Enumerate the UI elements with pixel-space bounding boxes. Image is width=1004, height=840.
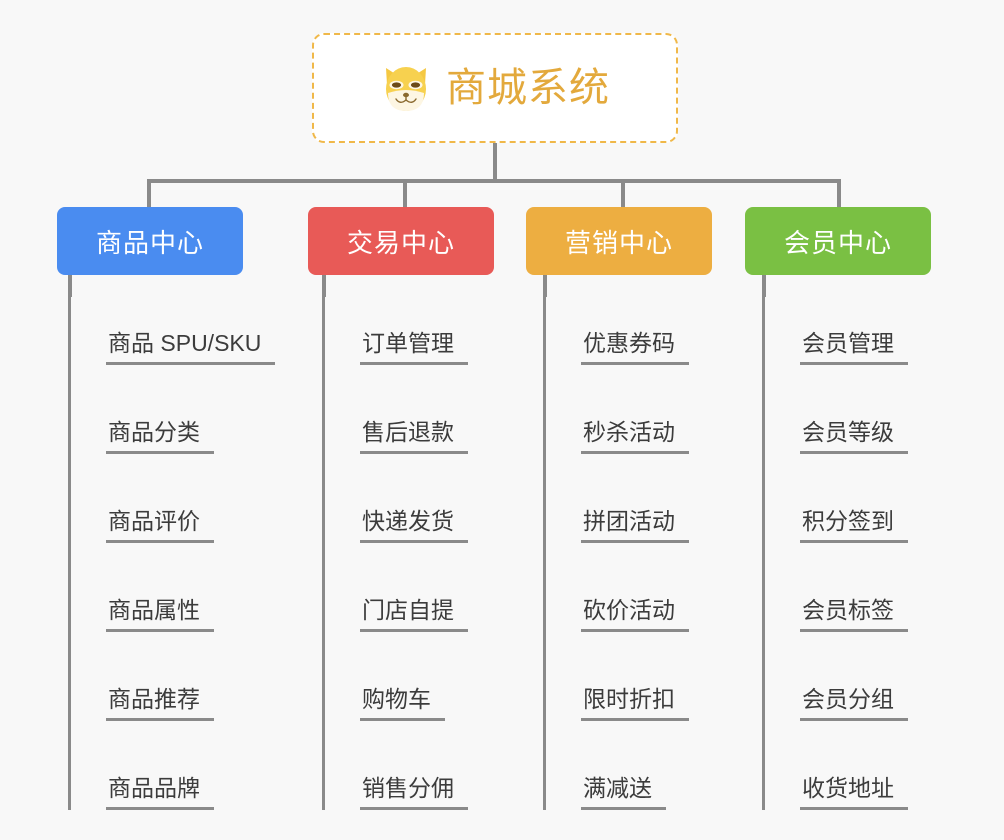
category-header-product-center[interactable]: 商品中心 (57, 207, 243, 275)
leaf-item[interactable]: 优惠券码 (543, 276, 689, 365)
leaf-column-member-center: 会员管理 会员等级 积分签到 会员标签 会员分组 收货地址 (762, 276, 908, 810)
leaf-item-label: 限时折扣 (583, 685, 675, 712)
leaf-column-marketing-center: 优惠券码 秒杀活动 拼团活动 砍价活动 限时折扣 满减送 (543, 276, 689, 810)
leaf-item[interactable]: 限时折扣 (543, 632, 689, 721)
root-label: 商城系统 (446, 66, 610, 110)
connector-drop-trade-center (403, 179, 407, 207)
leaf-item[interactable]: 商品品牌 (68, 721, 275, 810)
leaf-item[interactable]: 购物车 (322, 632, 468, 721)
leaf-item-label: 商品评价 (108, 507, 200, 534)
leaf-item[interactable]: 会员等级 (762, 365, 908, 454)
leaf-item-label: 积分签到 (802, 507, 894, 534)
category-header-label: 营销中心 (564, 227, 673, 258)
leaf-item[interactable]: 售后退款 (322, 365, 468, 454)
leaf-trunk (322, 276, 325, 810)
connector-drop-marketing-center (621, 179, 625, 207)
leaf-item-label: 订单管理 (362, 329, 454, 356)
leaf-item-label: 拼团活动 (583, 507, 675, 534)
leaf-item[interactable]: 商品推荐 (68, 632, 275, 721)
leaf-column-trade-center: 订单管理 售后退款 快递发货 门店自提 购物车 销售分佣 (322, 276, 468, 810)
connector-drop-product-center (147, 179, 151, 207)
leaf-item-label: 满减送 (583, 774, 652, 801)
leaf-item-label: 商品推荐 (108, 685, 200, 712)
leaf-item[interactable]: 会员管理 (762, 276, 908, 365)
leaf-item[interactable]: 拼团活动 (543, 454, 689, 543)
leaf-item-label: 购物车 (362, 685, 431, 712)
leaf-item[interactable]: 商品 SPU/SKU (68, 276, 276, 365)
leaf-item-label: 砍价活动 (583, 596, 675, 623)
leaf-item[interactable]: 订单管理 (322, 276, 468, 365)
leaf-item-label: 商品属性 (108, 596, 200, 623)
leaf-item-label: 商品 SPU/SKU (108, 329, 262, 356)
shiba-inu-dog-face-icon (386, 67, 426, 111)
connector-root-stem (493, 143, 497, 181)
leaf-item[interactable]: 商品属性 (68, 543, 275, 632)
leaf-column-product-center: 商品 SPU/SKU 商品分类 商品评价 商品属性 商品推荐 商品品牌 (68, 276, 276, 810)
leaf-item[interactable]: 收货地址 (762, 721, 908, 810)
leaf-item-label: 会员标签 (802, 596, 894, 623)
leaf-item[interactable]: 商品评价 (68, 454, 275, 543)
leaf-item[interactable]: 会员标签 (762, 543, 908, 632)
category-header-member-center[interactable]: 会员中心 (745, 207, 931, 275)
leaf-item[interactable]: 快递发货 (322, 454, 468, 543)
leaf-item-label: 优惠券码 (583, 329, 675, 356)
leaf-item-label: 快递发货 (362, 507, 454, 534)
connector-horizontal-bus (147, 179, 839, 183)
category-header-trade-center[interactable]: 交易中心 (308, 207, 494, 275)
leaf-item-label: 商品分类 (108, 418, 200, 445)
leaf-item-label: 会员管理 (802, 329, 894, 356)
root-node[interactable]: 商城系统 (312, 33, 678, 143)
leaf-item[interactable]: 销售分佣 (322, 721, 468, 810)
category-header-label: 会员中心 (783, 227, 892, 258)
connector-drop-member-center (837, 179, 841, 207)
leaf-trunk (762, 276, 765, 810)
leaf-item-label: 商品品牌 (108, 774, 200, 801)
leaf-item-label: 秒杀活动 (583, 418, 675, 445)
leaf-item-label: 销售分佣 (362, 774, 454, 801)
leaf-item-label: 门店自提 (362, 596, 454, 623)
category-header-label: 交易中心 (346, 227, 455, 258)
leaf-item-label: 会员等级 (802, 418, 894, 445)
category-header-marketing-center[interactable]: 营销中心 (526, 207, 712, 275)
category-header-label: 商品中心 (95, 227, 204, 258)
leaf-item[interactable]: 门店自提 (322, 543, 468, 632)
leaf-item[interactable]: 商品分类 (68, 365, 275, 454)
leaf-item[interactable]: 满减送 (543, 721, 689, 810)
leaf-item[interactable]: 砍价活动 (543, 543, 689, 632)
leaf-item[interactable]: 积分签到 (762, 454, 908, 543)
leaf-item-label: 收货地址 (802, 774, 894, 801)
leaf-item[interactable]: 秒杀活动 (543, 365, 689, 454)
leaf-item-label: 售后退款 (362, 418, 454, 445)
leaf-trunk (68, 276, 71, 810)
leaf-item-label: 会员分组 (802, 685, 894, 712)
leaf-trunk (543, 276, 546, 810)
leaf-item[interactable]: 会员分组 (762, 632, 908, 721)
